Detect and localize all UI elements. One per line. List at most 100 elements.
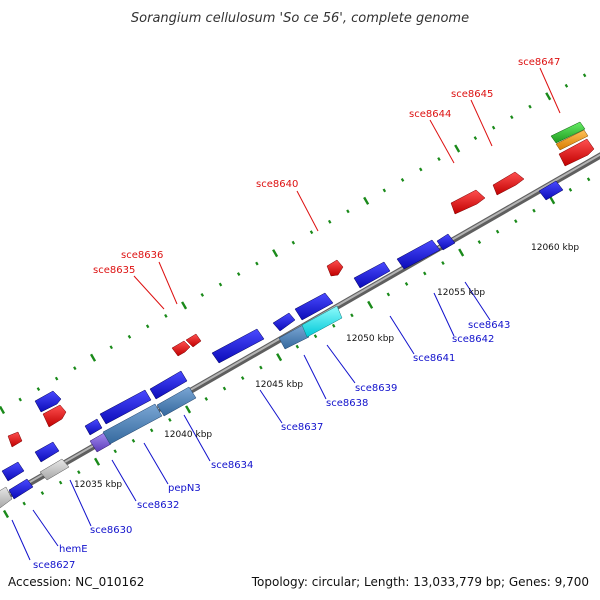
minor-tick [510, 115, 514, 120]
gene-feature[interactable] [89, 432, 112, 453]
gene-feature[interactable] [278, 324, 310, 350]
minor-tick [331, 323, 336, 328]
gene-feature[interactable] [558, 138, 595, 167]
major-tick [458, 248, 465, 257]
minor-tick [259, 365, 263, 370]
minor-tick [532, 208, 536, 213]
gene-label[interactable]: sce8647 [518, 57, 560, 68]
gene-feature[interactable] [42, 404, 67, 428]
major-tick [94, 457, 101, 466]
minor-tick [473, 136, 478, 141]
gene-feature[interactable] [396, 239, 441, 270]
gene-label[interactable]: sce8640 [256, 179, 298, 190]
gene-label[interactable]: sce8636 [121, 250, 163, 261]
gene-label[interactable]: sce8643 [468, 320, 510, 331]
gene-feature[interactable] [8, 478, 34, 500]
minor-tick [423, 271, 427, 276]
gene-feature[interactable] [171, 340, 191, 357]
gene-feature[interactable] [99, 389, 152, 425]
minor-tick [54, 376, 59, 381]
gene-label[interactable]: sce8630 [90, 525, 132, 536]
gene-label[interactable]: sce8635 [93, 265, 135, 276]
minor-tick [437, 157, 441, 161]
minor-tick [441, 261, 445, 265]
minor-tick [164, 313, 168, 318]
major-tick [367, 300, 374, 309]
minor-tick [36, 387, 41, 392]
gene-label[interactable]: sce8627 [33, 560, 75, 571]
minor-tick [168, 417, 172, 422]
reverse-gene-labels: sce8627 hemE sce8630 sce8632 pepN3 sce86… [33, 320, 510, 571]
accession-text: Accession: NC_010162 [8, 575, 144, 589]
minor-tick [327, 219, 332, 224]
inner-tick-row [2, 177, 591, 519]
gene-feature[interactable] [436, 233, 456, 251]
minor-tick [73, 366, 77, 371]
minor-tick [218, 282, 223, 287]
minor-tick [568, 187, 573, 192]
gene-label[interactable]: sce8632 [137, 500, 179, 511]
major-tick [181, 301, 188, 310]
minor-tick [18, 397, 22, 402]
gene-feature[interactable] [555, 129, 589, 151]
gene-label[interactable]: sce8638 [326, 398, 368, 409]
gene-feature[interactable] [34, 390, 62, 413]
gene-label[interactable]: pepN3 [168, 483, 201, 494]
gene-feature[interactable] [353, 261, 391, 289]
gene-feature[interactable] [7, 431, 23, 448]
minor-tick [477, 240, 482, 245]
gene-feature[interactable] [272, 312, 296, 332]
gene-feature[interactable] [211, 328, 265, 364]
minor-tick [495, 229, 500, 234]
gene-feature[interactable] [301, 305, 343, 338]
minor-tick [350, 313, 354, 318]
minor-tick [222, 386, 227, 391]
minor-tick [22, 501, 26, 506]
minor-tick [149, 428, 154, 433]
gene-label[interactable]: sce8644 [409, 109, 451, 120]
forward-gene-labels: sce8635 sce8636 sce8640 sce8644 sce8645 … [93, 57, 560, 276]
minor-tick [419, 167, 423, 172]
gene-label[interactable]: hemE [59, 544, 88, 555]
minor-tick [295, 344, 300, 349]
gene-feature[interactable] [102, 403, 163, 445]
gene-feature[interactable] [39, 458, 70, 481]
gene-feature[interactable] [492, 171, 525, 196]
minor-tick [40, 491, 45, 496]
minor-tick [131, 438, 136, 443]
major-tick [545, 92, 552, 101]
scale-label: 12055 kbp [437, 288, 485, 298]
reverse-label-leaders [11, 281, 491, 561]
minor-tick [514, 219, 518, 224]
gene-label[interactable]: sce8639 [355, 383, 397, 394]
gene-feature[interactable] [550, 121, 586, 144]
gene-feature[interactable] [0, 486, 13, 509]
scale-label: 12045 kbp [255, 380, 303, 390]
gene-label[interactable]: sce8642 [452, 334, 494, 345]
gene-feature[interactable] [34, 441, 60, 463]
minor-tick [404, 281, 409, 286]
minor-tick [586, 177, 591, 182]
gene-feature[interactable] [185, 333, 202, 348]
gene-feature[interactable] [156, 386, 197, 417]
gene-feature[interactable] [84, 418, 103, 436]
gene-feature[interactable] [1, 461, 25, 482]
gene-feature[interactable] [294, 292, 334, 321]
gene-feature[interactable] [450, 189, 486, 215]
gene-label[interactable]: sce8637 [281, 422, 323, 433]
gene-feature[interactable] [538, 180, 564, 201]
minor-tick [346, 209, 350, 214]
minor-tick [58, 480, 63, 485]
gene-label[interactable]: sce8634 [211, 460, 253, 471]
minor-tick [77, 470, 81, 475]
minor-tick [491, 125, 496, 130]
major-tick [90, 353, 97, 362]
gene-label[interactable]: sce8641 [413, 353, 455, 364]
gene-feature[interactable] [149, 370, 188, 400]
outer-tick-row [0, 73, 587, 415]
minor-tick [240, 376, 245, 380]
gene-feature[interactable] [326, 259, 344, 277]
gene-label[interactable]: sce8645 [451, 89, 493, 100]
scale-label: 12060 kbp [531, 243, 579, 253]
